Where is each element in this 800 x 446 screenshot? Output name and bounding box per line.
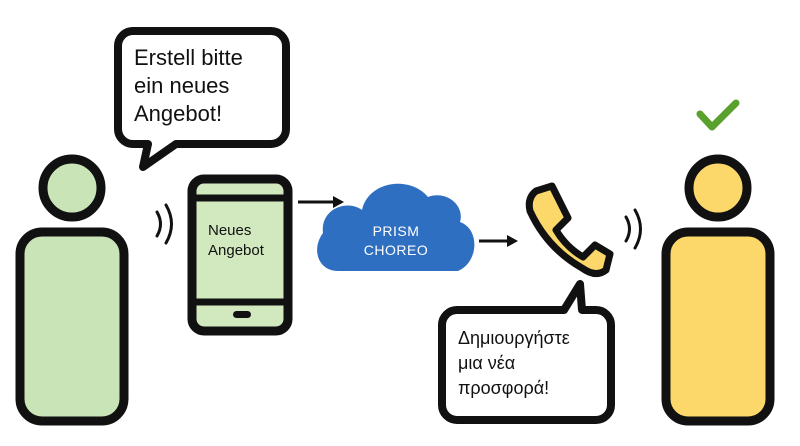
smartphone-icon: [187, 174, 293, 336]
arrow-to-cloud-icon: [298, 196, 344, 208]
telephone-handset-icon: [525, 182, 614, 277]
cloud-icon: [317, 183, 475, 271]
requester-person-icon: [15, 154, 129, 426]
request-speech-text: Erstell bitte ein neues Angebot!: [134, 45, 243, 126]
requester-sound-waves-icon: [155, 203, 173, 245]
phone-screen-text: Neues Angebot: [208, 222, 264, 259]
output-speech-text: Δημιουργήστε μια νέα προσφορά!: [458, 328, 570, 398]
cloud-label: PRISM CHOREO: [363, 223, 429, 258]
recipient-person-icon: [661, 154, 775, 426]
checkmark-icon: [696, 99, 740, 131]
output-speech-bubble: [438, 280, 615, 424]
handset-sound-waves-icon: [624, 208, 642, 250]
arrow-to-handset-icon: [479, 235, 518, 247]
request-speech-bubble: [114, 27, 290, 171]
